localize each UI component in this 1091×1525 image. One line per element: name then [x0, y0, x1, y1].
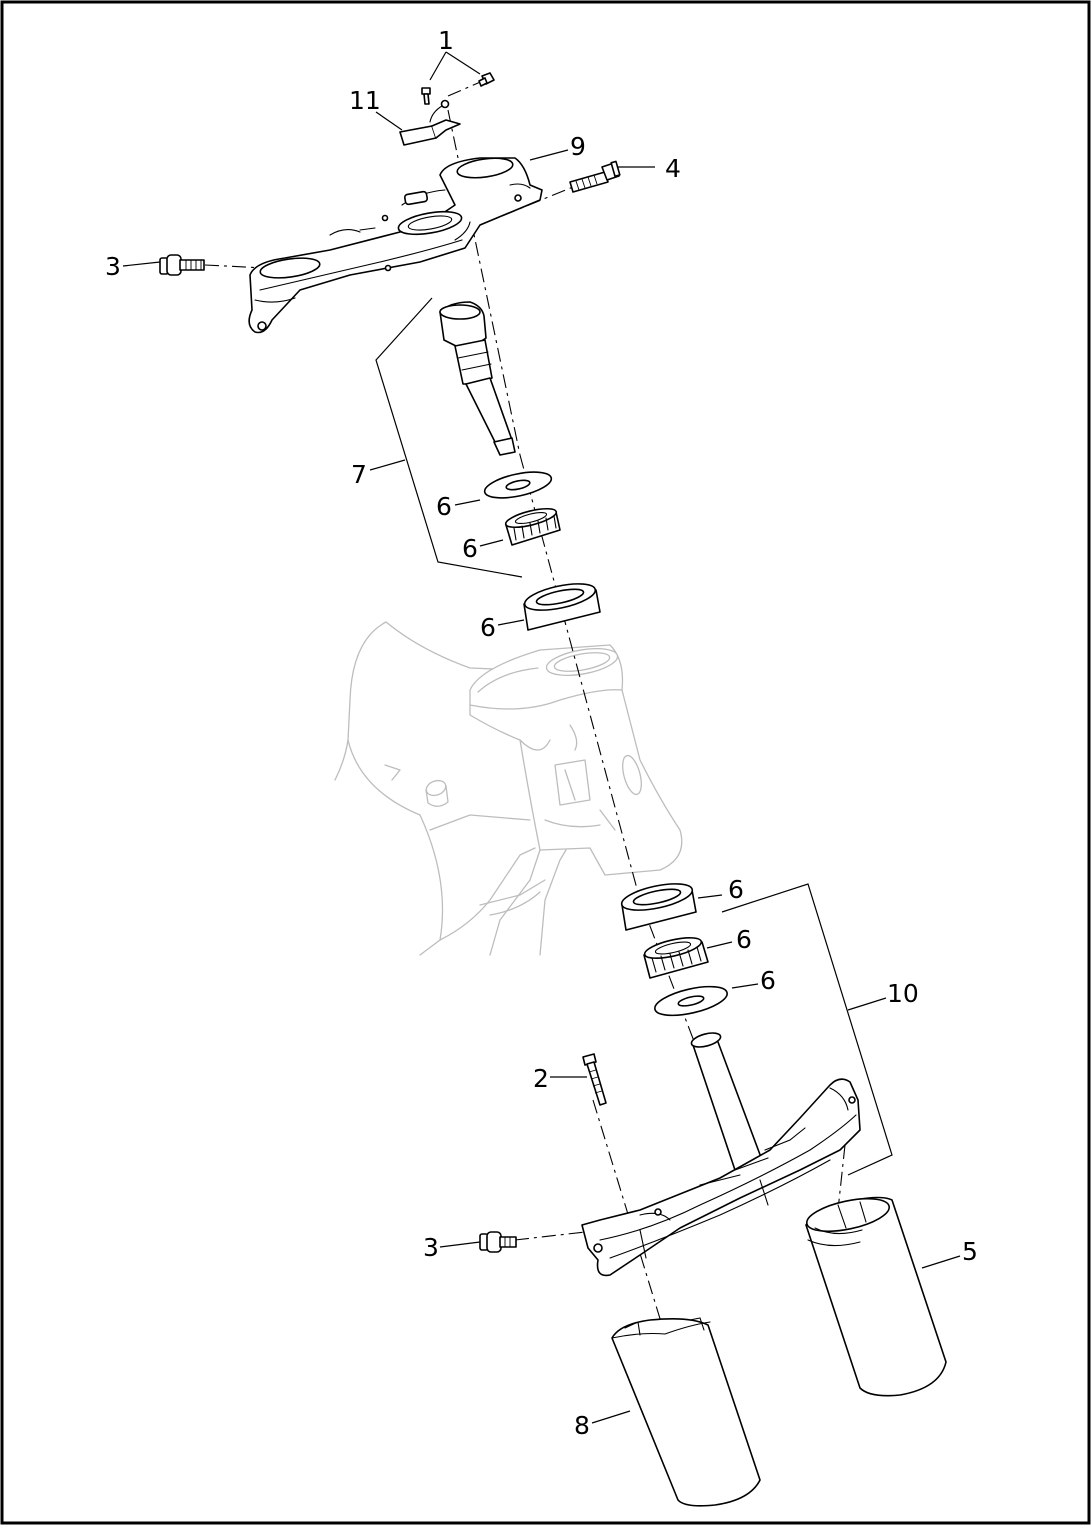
callout-1: 1 [438, 26, 454, 55]
leader-lines [122, 51, 961, 1424]
callout-4: 4 [665, 154, 681, 183]
callout-2: 2 [533, 1064, 549, 1093]
part-2-screw [582, 1053, 607, 1106]
bracket-assembly-10 [721, 883, 893, 1176]
callout-labels: 1 11 9 4 3 7 6 6 6 6 6 6 10 2 3 5 8 [105, 26, 978, 1440]
callout-3-upper: 3 [105, 252, 121, 281]
part-5-fork-cover-right [805, 1196, 947, 1397]
callout-6-race-lower: 6 [728, 875, 744, 904]
part-7-steering-stem [439, 301, 516, 456]
callout-10: 10 [887, 979, 919, 1008]
part-6-bearing-upper [504, 507, 561, 546]
callout-6-dust-shield-upper: 6 [436, 492, 452, 521]
part-6-bearing-race-lower [620, 883, 697, 931]
bracket-assembly-7 [375, 297, 523, 578]
part-6-dust-shield-lower [654, 985, 728, 1017]
part-4-pinch-bolt [569, 160, 621, 193]
callout-8: 8 [574, 1411, 590, 1440]
part-6-bearing-race-upper [523, 583, 601, 631]
callout-6-bearing-lower: 6 [736, 925, 752, 954]
part-6-bearing-lower [643, 937, 709, 979]
callout-5: 5 [962, 1237, 978, 1266]
part-1-screws [421, 72, 495, 105]
part-11-sensor-bracket [399, 99, 461, 146]
callout-3-lower: 3 [423, 1233, 439, 1262]
callout-9: 9 [570, 132, 586, 161]
part-6-dust-shield-upper [483, 471, 553, 499]
screw-left [421, 87, 431, 105]
callout-11: 11 [349, 86, 381, 115]
part-3-bolt-upper [159, 254, 205, 276]
callout-7: 7 [351, 460, 367, 489]
callout-6-dust-shield-lower: 6 [760, 966, 776, 995]
part-10-lower-fork-bracket [581, 1032, 861, 1277]
frame-steering-head-ghost [334, 621, 683, 956]
part-8-fork-cover-left [611, 1317, 761, 1507]
callout-6-bearing-upper: 6 [462, 534, 478, 563]
screw-right [478, 72, 495, 87]
callout-6-race-upper: 6 [480, 613, 496, 642]
part-9-upper-fork-bracket [248, 157, 543, 334]
